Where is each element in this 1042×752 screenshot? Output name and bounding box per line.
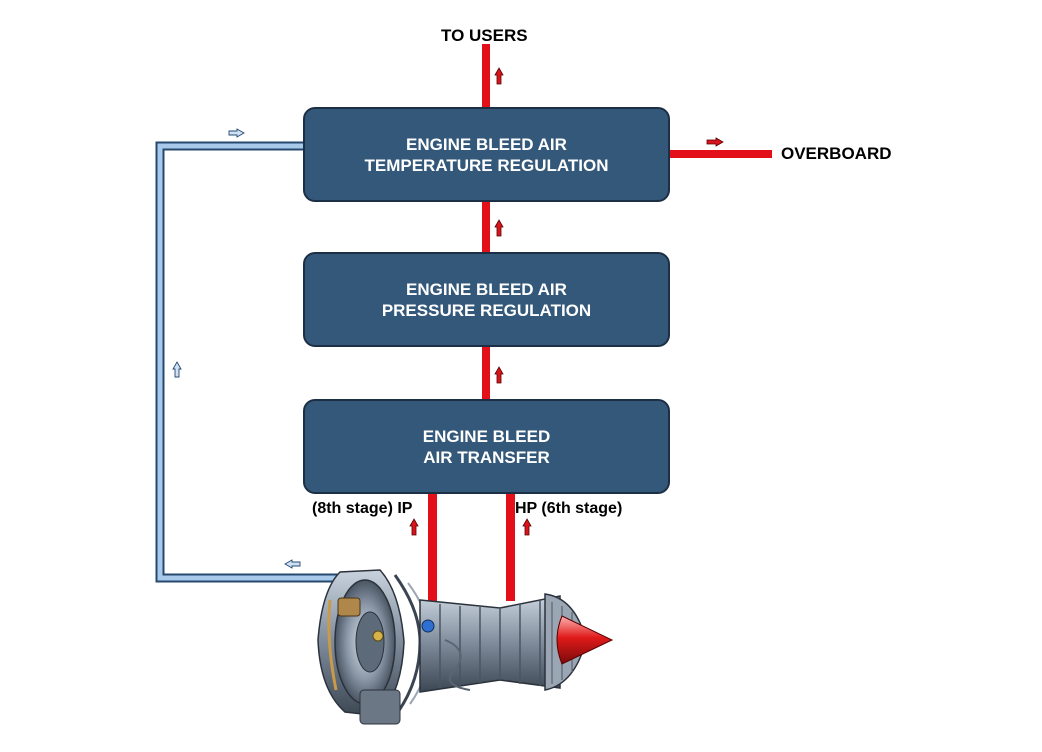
flow-arrow-icon-cool-left (284, 559, 301, 569)
flow-arrow-icon-overboard (706, 137, 724, 147)
flow-arrow-icon-hp (522, 518, 532, 536)
pressure-box-line2: PRESSURE REGULATION (381, 300, 592, 320)
flow-arrow-icon-pressure-in (494, 366, 504, 384)
to-users-label: TO USERS (441, 26, 528, 45)
pressure-box-line1: ENGINE BLEED AIR (406, 279, 567, 299)
overboard-label: OVERBOARD (781, 144, 892, 163)
air-transfer-box: ENGINE BLEED AIR TRANSFER (303, 399, 670, 494)
cooling-air-duct (155, 141, 342, 583)
transfer-box-line1: ENGINE BLEED (422, 426, 551, 446)
flow-arrow-icon-to-users (494, 67, 504, 85)
temperature-regulation-box: ENGINE BLEED AIR TEMPERATURE REGULATION (303, 107, 670, 202)
ip-port-label: (8th stage) IP (312, 500, 413, 517)
flow-arrow-icon-ip (409, 518, 419, 536)
temperature-box-line1: ENGINE BLEED AIR (406, 134, 567, 154)
temperature-box-line2: TEMPERATURE REGULATION (364, 155, 609, 175)
hp-port-label: HP (6th stage) (515, 500, 623, 517)
hot-air-lines (428, 44, 772, 611)
flow-arrow-icon-cool-up (172, 361, 182, 378)
jet-engine-icon (317, 569, 614, 725)
flow-arrow-icon-temp-in (494, 219, 504, 237)
flow-arrow-icon-cool-right (228, 128, 245, 138)
transfer-box-line2: AIR TRANSFER (423, 447, 550, 467)
pressure-regulation-box: ENGINE BLEED AIR PRESSURE REGULATION (303, 252, 670, 347)
